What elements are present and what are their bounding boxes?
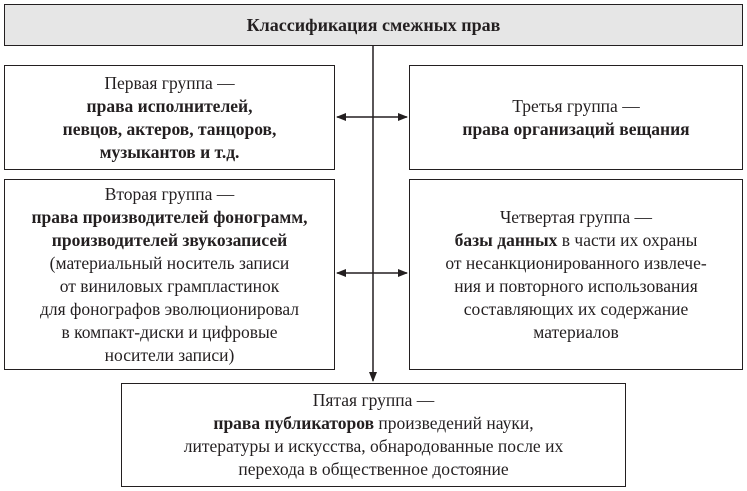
group2-note-line-5: носители записи) [104,344,235,365]
group4-line-2-rest: в части их охраны [557,229,698,250]
group5-line-2: права публикаторов произведений науки, [213,412,533,435]
group5-line-3: литературы и искусства, обнародованные п… [183,436,564,456]
group5-box: Пятая группа — права публикаторов произв… [121,383,626,487]
group4-line-4: ния и повторного использования [454,275,698,296]
group2-heading: Вторая группа — [104,183,235,204]
group5-line-2-rest: произведений науки, [374,413,534,433]
group2-note-line-2: от виниловых грампластинок [59,275,280,296]
diagram-title: Классификация смежных прав [246,14,501,35]
group2-box: Вторая группа — права производителей фон… [4,179,335,370]
group2-note-line-4: в компакт-диски и цифровые [61,321,278,342]
group2-note-line-3: для фонографов эволюционировал [39,298,300,319]
group5-bold-term: права публикаторов [213,413,375,433]
group1-box: Первая группа — права исполнителей, певц… [4,65,335,170]
group3-heading: Третья группа — [512,95,640,116]
group1-bold-line-3: музыкантов и т.д. [99,141,240,162]
group3-box: Третья группа — права организаций вещани… [409,65,743,170]
group4-line-5: составляющих их содержание [463,298,689,319]
group4-line-6: материалов [533,321,619,342]
group3-bold-line: права организаций вещания [462,118,690,139]
group4-line-3: от несанкционированного извлече- [445,252,707,273]
group4-box: Четвертая группа — базы данных в части и… [409,179,743,370]
group1-heading: Первая группа — [104,72,235,93]
diagram-title-box: Классификация смежных прав [4,4,743,46]
group1-bold-line-2: певцов, актеров, танцоров, [62,118,277,139]
group4-bold-term: базы данных [454,229,558,250]
group1-bold-line-1: права исполнителей, [86,95,253,116]
group2-bold-line-2: производителей звукозаписей [51,229,288,250]
group2-bold-line-1: права производителей фонограмм, [31,206,308,227]
group5-line-4: перехода в общественное достояние [238,459,509,479]
group2-note-line-1: (материальный носитель записи [49,252,290,273]
group4-heading: Четвертая группа — [499,206,653,227]
group5-heading: Пятая группа — [312,390,435,410]
group4-line-2: базы данных в части их охраны [455,229,698,252]
